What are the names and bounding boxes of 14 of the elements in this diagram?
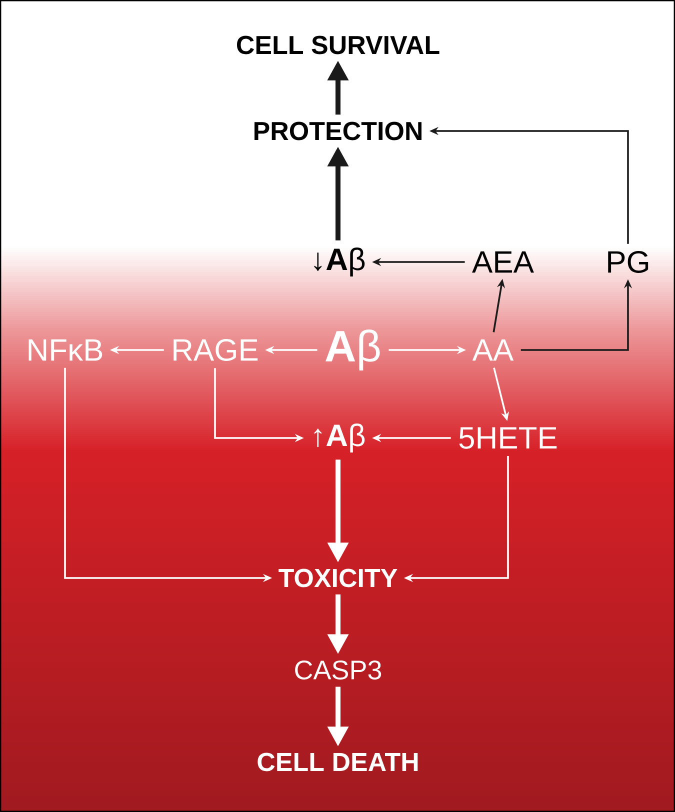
pathway-label: CASP3 <box>295 660 382 680</box>
pathway-label: CELL SURVIVAL <box>236 36 440 54</box>
pathway-label: PG <box>608 251 648 273</box>
pathway-label: 5HETE <box>459 427 557 449</box>
pathway-label: AEA <box>472 251 534 273</box>
pathway-label: AA <box>472 339 514 361</box>
pathway-label: ↓Aβ <box>314 248 365 276</box>
pathway-label: RAGE <box>174 339 258 361</box>
pathway-label: ↑Aβ <box>314 424 365 452</box>
pathway-label: Aβ <box>326 330 380 370</box>
pathway-label: TOXICITY <box>278 568 398 588</box>
pathway-label: CELL DEATH <box>258 752 418 772</box>
pathway-label: NFκB <box>28 339 102 361</box>
pathway-label: PROTECTION <box>254 122 422 140</box>
